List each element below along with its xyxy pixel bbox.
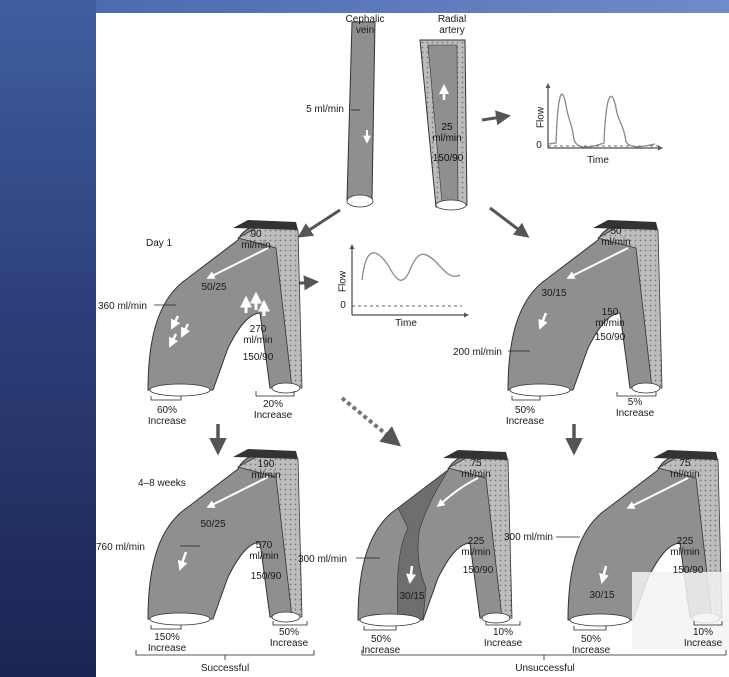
day1-artery-flow: 270 ml/min bbox=[240, 324, 276, 346]
unsuccess2-vein-pressure: 30/15 bbox=[582, 590, 622, 601]
unsuccess1-artery-increase: 10% Increase bbox=[478, 627, 528, 649]
vein-flow-label: 5 ml/min bbox=[300, 104, 350, 115]
unsuccess2-top-flow: 75 ml/min bbox=[665, 458, 705, 480]
day1-vein-increase: 60% Increase bbox=[142, 405, 192, 427]
weeks-vein-flow: 760 ml/min bbox=[96, 542, 145, 553]
weeks-artery-pressure: 150/90 bbox=[246, 571, 286, 582]
right1-artery-flow: 150 ml/min bbox=[590, 307, 630, 329]
arrow-to-right1 bbox=[490, 208, 527, 236]
cephalic-vein-shape bbox=[347, 22, 375, 200]
day1-vein-pressure: 50/25 bbox=[194, 282, 234, 293]
day1-artery-increase: 20% Increase bbox=[248, 399, 298, 421]
graph2-xlabel: Time bbox=[386, 318, 426, 329]
unsuccess2-artery-flow: 225 ml/min bbox=[665, 536, 705, 558]
top-vessels bbox=[347, 22, 467, 210]
unsuccess1-vein-increase: 50% Increase bbox=[356, 634, 406, 656]
unsuccess1-top-flow: 75 ml/min bbox=[456, 458, 496, 480]
arrow-day1-to-unsuccessful bbox=[342, 398, 398, 444]
unsuccess2-vein-increase: 50% Increase bbox=[566, 634, 616, 656]
weeks-artery-flow: 570 ml/min bbox=[244, 540, 284, 562]
unsuccess2-vein-flow: 300 ml/min bbox=[504, 532, 553, 543]
artery-flow-label: 25 ml/min bbox=[430, 122, 464, 144]
fistula-right1 bbox=[508, 220, 662, 396]
unsuccess2-artery-increase: 10% Increase bbox=[678, 627, 728, 649]
unsuccess1-vein-flow: 300 ml/min bbox=[298, 554, 347, 565]
weeks-artery-increase: 50% Increase bbox=[264, 627, 314, 649]
weeks-title: 4–8 weeks bbox=[138, 478, 186, 489]
right1-vein-flow: 200 ml/min bbox=[453, 347, 502, 358]
artery-pressure-label: 150/90 bbox=[428, 153, 468, 164]
weeks-vein-increase: 150% Increase bbox=[142, 632, 192, 654]
right1-vein-increase: 50% Increase bbox=[500, 405, 550, 427]
weeks-top-flow: 190 ml/min bbox=[246, 459, 286, 481]
right1-vein-pressure: 30/15 bbox=[534, 288, 574, 299]
unsuccess1-artery-pressure: 150/90 bbox=[458, 565, 498, 576]
radial-artery-title: Radial artery bbox=[425, 14, 479, 36]
day1-title: Day 1 bbox=[146, 238, 172, 249]
right1-artery-pressure: 150/90 bbox=[590, 332, 630, 343]
graph2-zero: 0 bbox=[338, 300, 348, 311]
weeks-vein-pressure: 50/25 bbox=[193, 519, 233, 530]
arrow-to-day1 bbox=[300, 210, 340, 236]
graph1-zero: 0 bbox=[534, 140, 544, 151]
unsuccess1-vein-pressure: 30/15 bbox=[392, 591, 432, 602]
flow-graph-2 bbox=[352, 245, 468, 315]
graph1-xlabel: Time bbox=[578, 155, 618, 166]
day1-artery-pressure: 150/90 bbox=[238, 352, 278, 363]
unsuccess2-artery-pressure: 150/90 bbox=[668, 565, 708, 576]
unsuccess1-artery-flow: 225 ml/min bbox=[456, 536, 496, 558]
arrow-to-graph1 bbox=[482, 116, 508, 120]
flow-graph-1 bbox=[548, 84, 662, 148]
cephalic-vein-title: Cephalic vein bbox=[338, 14, 392, 36]
right1-top-flow: 50 ml/min bbox=[596, 226, 636, 248]
day1-top-flow: 90 ml/min bbox=[236, 229, 276, 251]
successful-label: Successful bbox=[185, 663, 265, 674]
day1-vein-flow: 360 ml/min bbox=[98, 301, 147, 312]
unsuccessful-label: Unsuccessful bbox=[500, 663, 590, 674]
graph1-ylabel: Flow bbox=[536, 103, 547, 133]
graph2-ylabel: Flow bbox=[338, 267, 349, 297]
right1-artery-increase: 5% Increase bbox=[610, 397, 660, 419]
